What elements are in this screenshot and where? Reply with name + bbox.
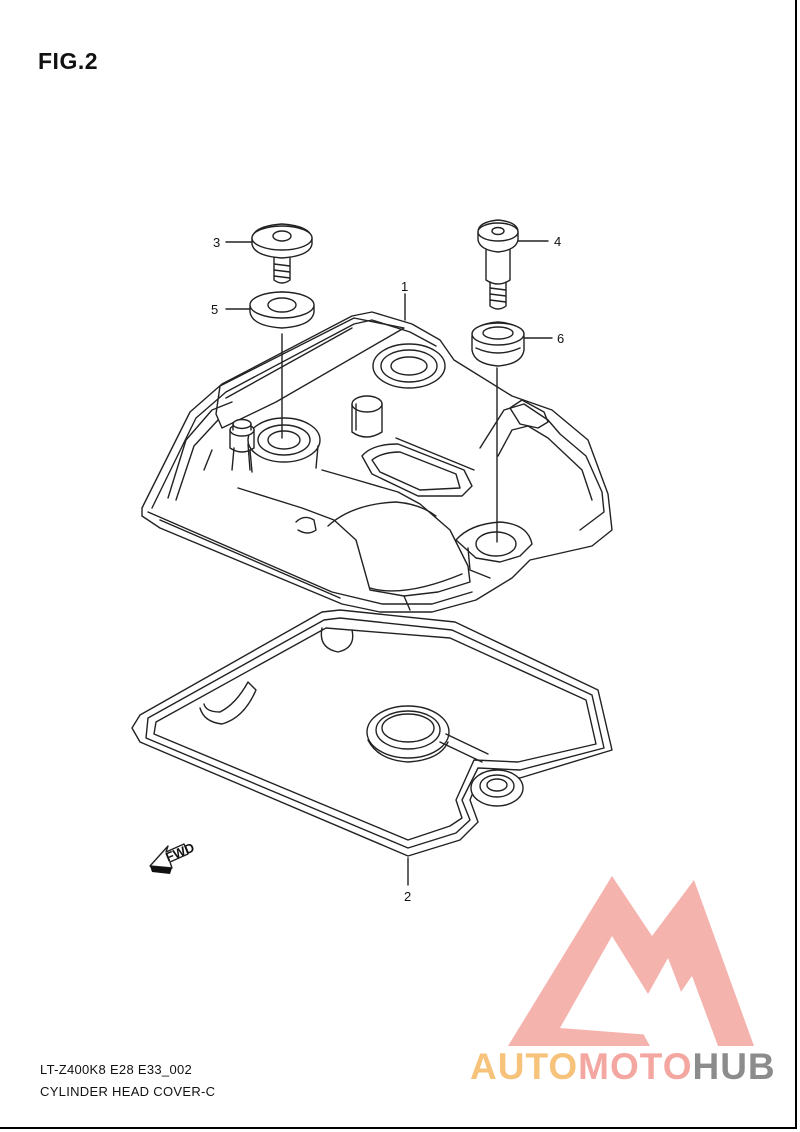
callout-3: 3 — [213, 235, 220, 250]
gasket-drawing — [131, 609, 613, 857]
callout-1: 1 — [401, 279, 408, 294]
callout-5: 5 — [211, 302, 218, 317]
footer-diagram-code: LT-Z400K8 E28 E33_002 — [40, 1062, 193, 1077]
footer-diagram-name: CYLINDER HEAD COVER-C — [40, 1084, 216, 1099]
fwd-label: FWD — [163, 840, 196, 865]
leader-lines — [225, 240, 553, 886]
fwd-arrow — [149, 843, 189, 874]
watermark-text-hub: HUB — [692, 1046, 776, 1087]
grommet-6-drawing — [471, 321, 525, 367]
callout-4: 4 — [554, 234, 561, 249]
washer-5-drawing — [249, 291, 315, 329]
watermark-text: AUTOMOTOHUB — [470, 1046, 776, 1088]
callout-2: 2 — [404, 889, 411, 904]
watermark-text-moto: MOTO — [578, 1046, 693, 1087]
watermark-logo — [508, 876, 754, 1046]
watermark-text-auto: AUTO — [470, 1046, 579, 1087]
cylinder-head-cover-drawing — [141, 311, 613, 613]
bolt-4-drawing — [477, 219, 519, 310]
figure-title: FIG.2 — [38, 48, 99, 74]
callout-6: 6 — [557, 331, 564, 346]
bolt-3-drawing — [251, 223, 313, 284]
